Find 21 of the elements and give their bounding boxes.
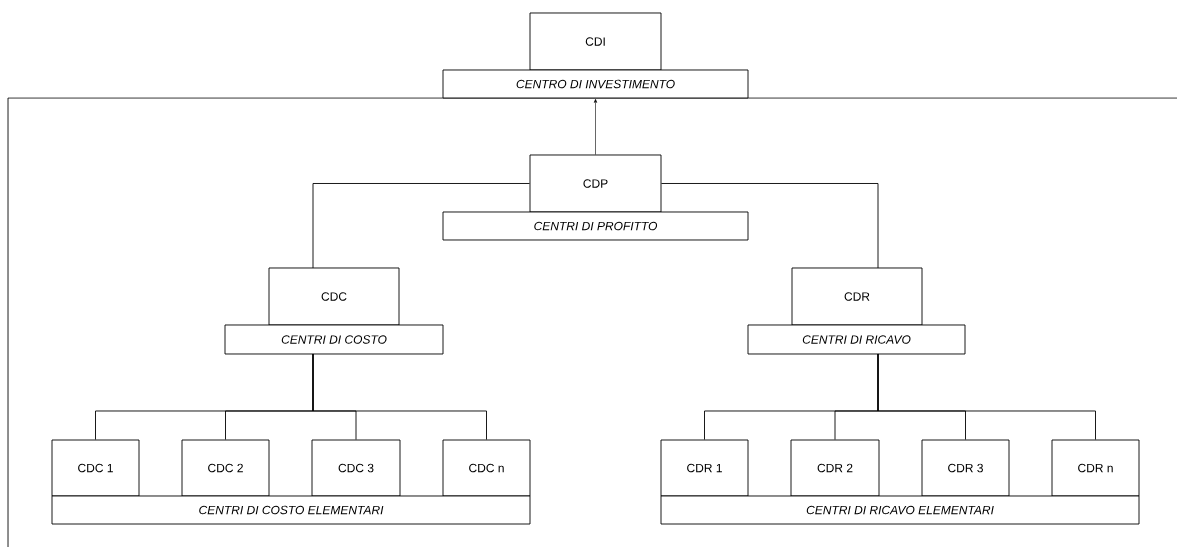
connector [593, 98, 598, 155]
unit-box: CDC 2 [181, 439, 270, 497]
unit-box: CDC 3 [311, 439, 401, 497]
connector [312, 183, 530, 269]
unit-box: CDR 2 [790, 439, 880, 497]
category-band: CENTRO DI INVESTIMENTO [442, 69, 749, 99]
connector [661, 183, 879, 269]
category-band: CENTRI DI COSTO [224, 324, 444, 355]
unit-box: CDR n [1051, 439, 1140, 497]
unit-box: CDC 1 [51, 439, 140, 497]
unit-box: CDC n [442, 439, 531, 497]
unit-box: CDR 3 [921, 439, 1010, 497]
unit-box: CDC [268, 267, 400, 326]
connector [877, 353, 1096, 440]
unit-box: CDR 1 [660, 439, 749, 497]
category-band: CENTRI DI PROFITTO [442, 211, 749, 241]
category-band: CENTRI DI RICAVO [747, 324, 966, 355]
unit-box: CDP [529, 154, 662, 213]
unit-box: CDI [529, 12, 662, 71]
connector [312, 353, 487, 440]
unit-box: CDR [791, 267, 923, 326]
